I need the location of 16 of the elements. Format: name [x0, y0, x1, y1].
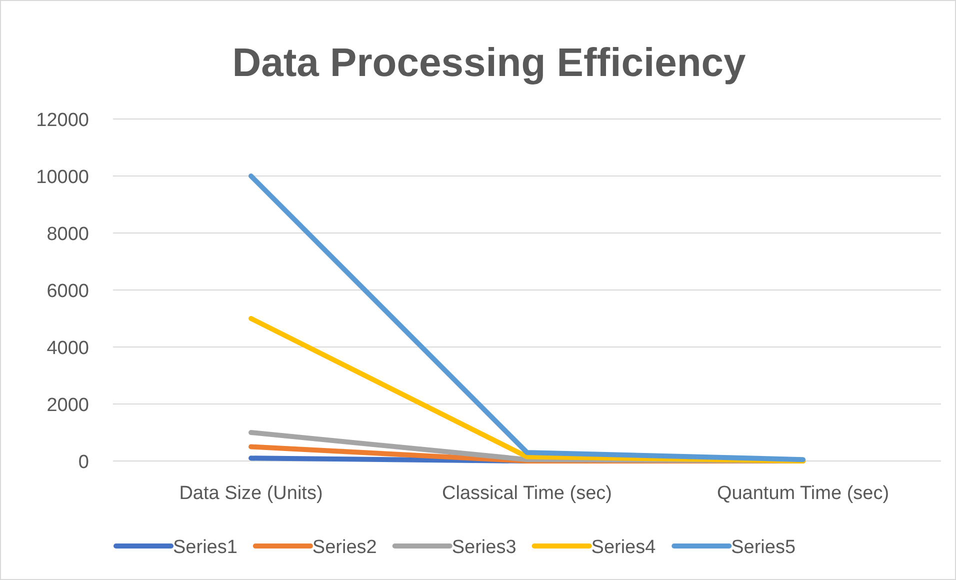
legend-label: Series3	[452, 537, 516, 558]
y-tick-label: 12000	[36, 110, 89, 131]
y-tick-label: 2000	[46, 395, 89, 416]
y-tick-label: 10000	[36, 167, 89, 188]
x-tick-label: Quantum Time (sec)	[716, 483, 890, 504]
x-tick-label: Classical Time (sec)	[442, 483, 612, 504]
legend-label: Series1	[173, 537, 238, 558]
x-tick-label: Data Size (Units)	[179, 483, 323, 504]
legend-label: Series4	[591, 537, 656, 558]
chart-title: Data Processing Efficiency	[232, 41, 746, 85]
legend-label: Series2	[312, 537, 377, 558]
y-tick-label: 4000	[46, 338, 89, 359]
y-tick-label: 8000	[46, 224, 89, 245]
y-tick-label: 6000	[46, 281, 89, 302]
legend-label: Series5	[731, 537, 796, 558]
y-tick-label: 0	[78, 452, 89, 473]
